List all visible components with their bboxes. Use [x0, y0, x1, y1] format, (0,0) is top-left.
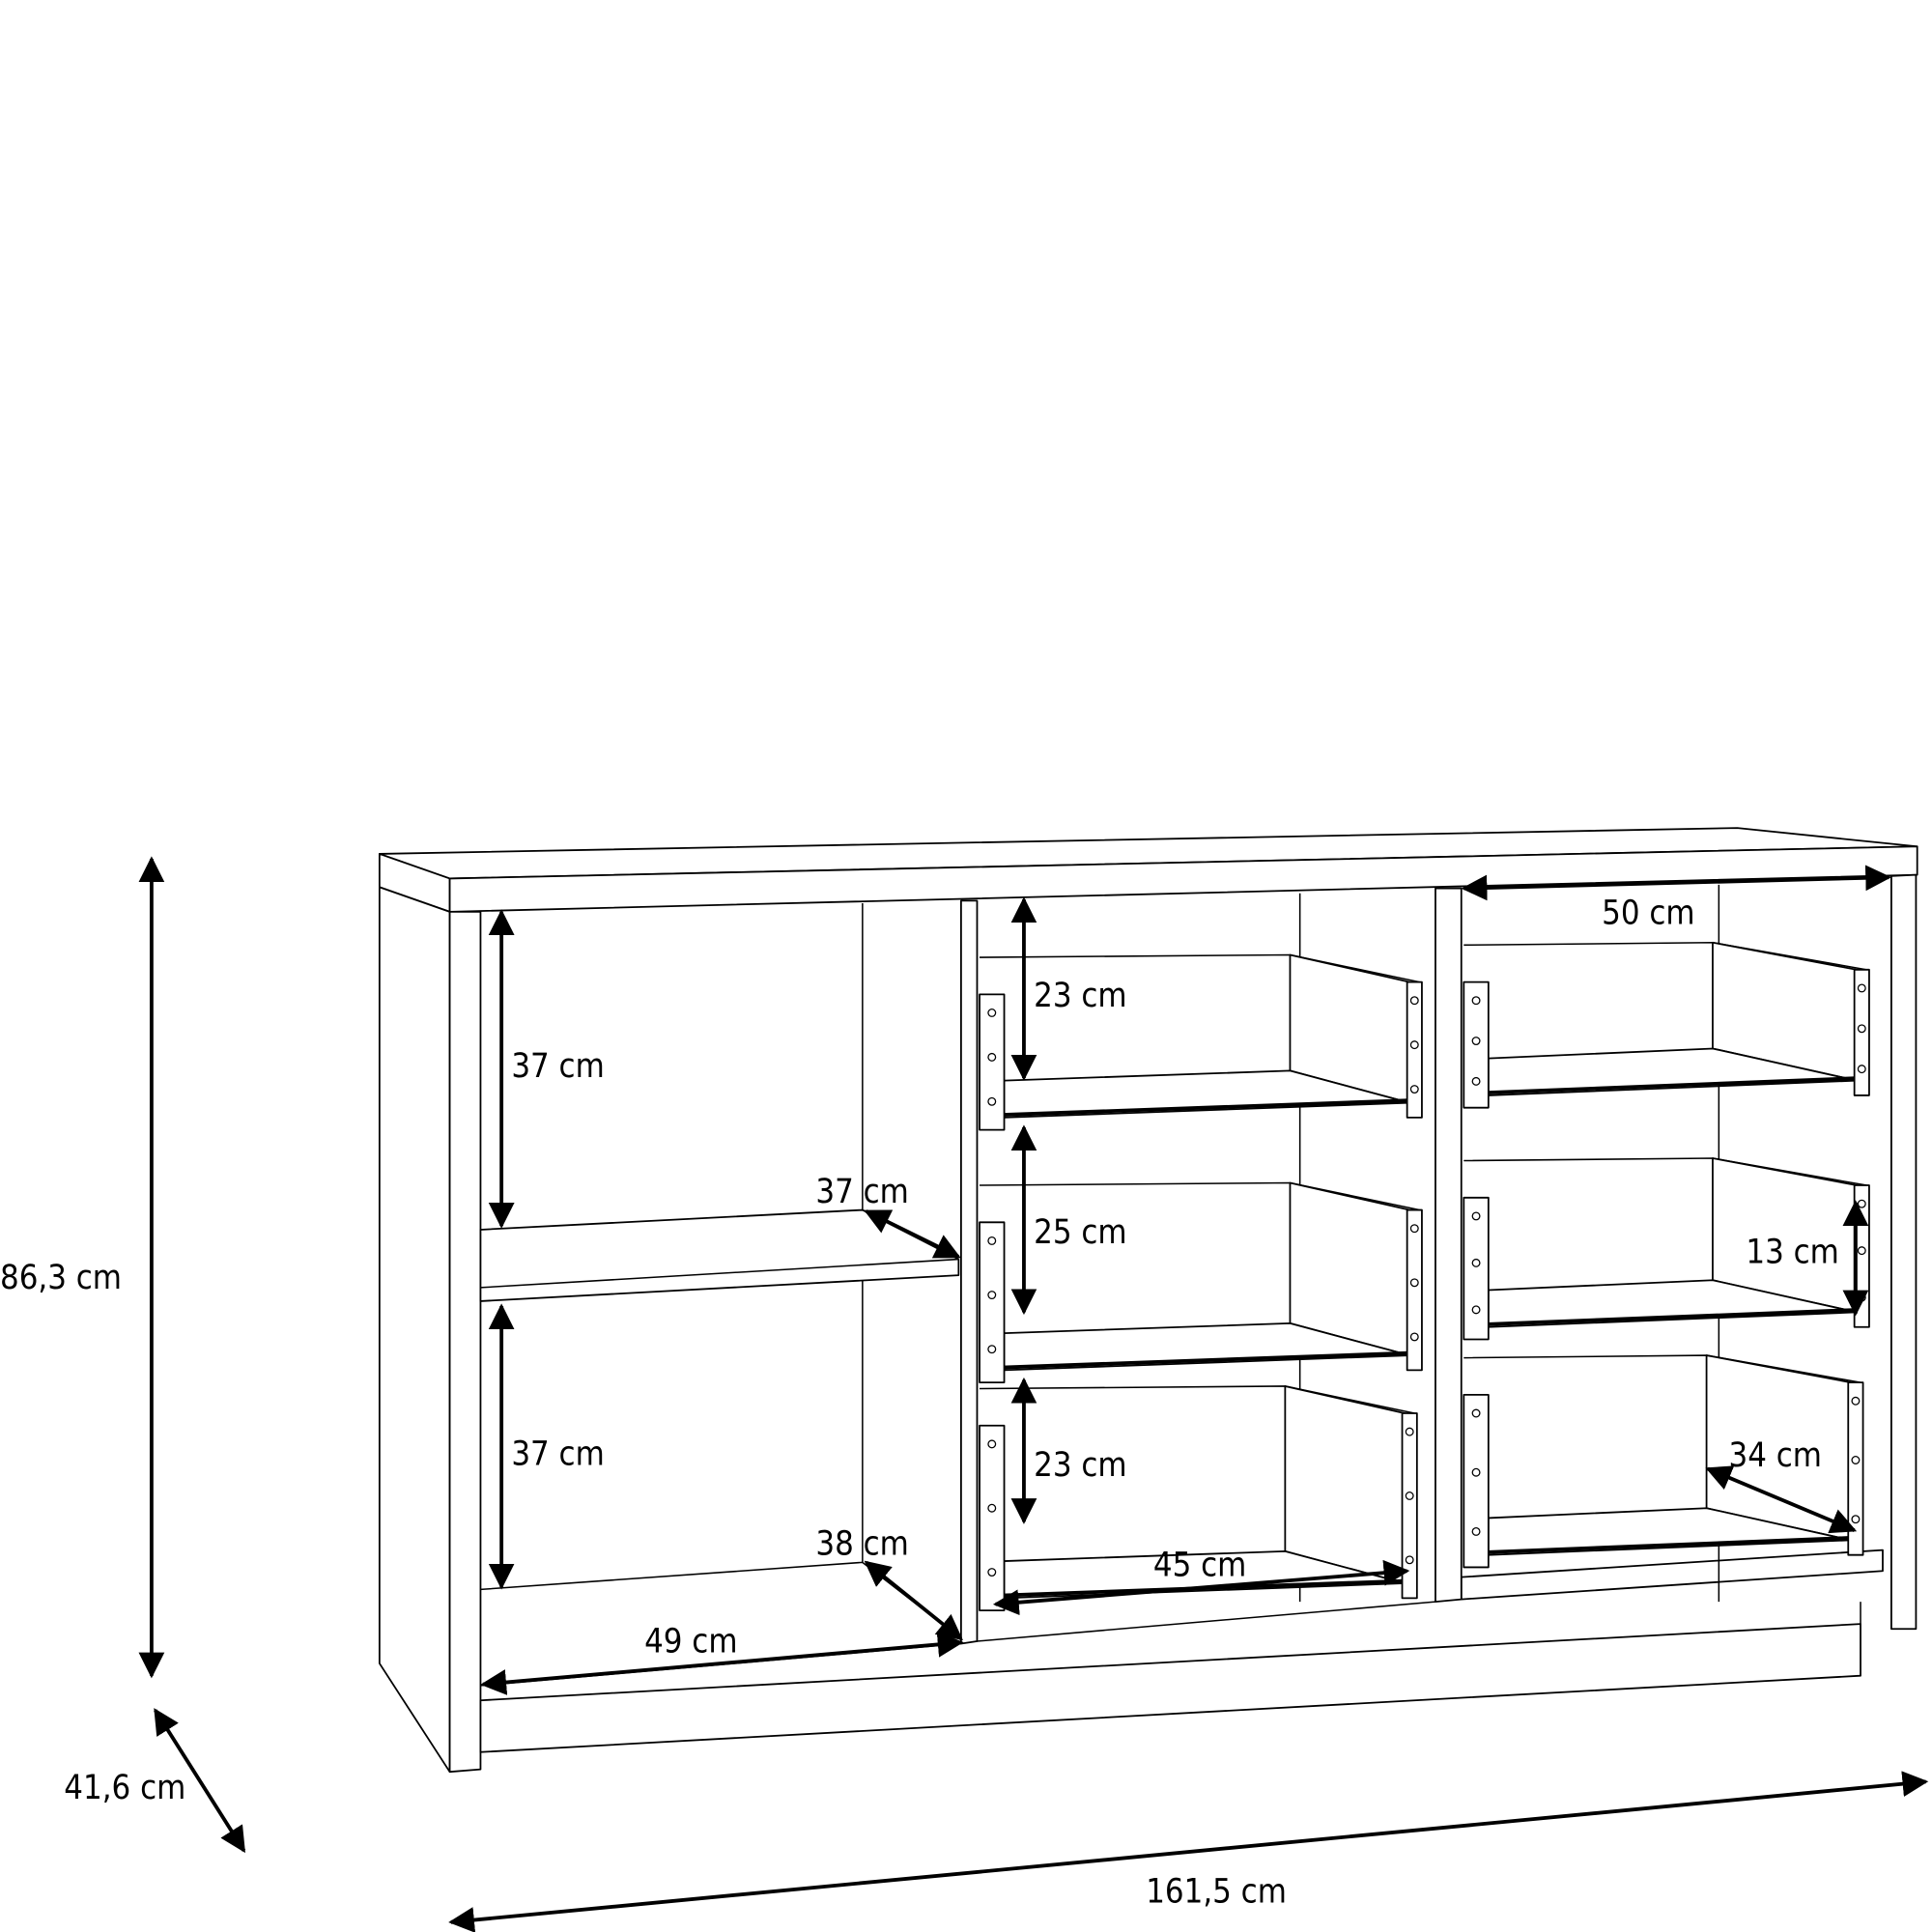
screw-hole-icon — [1857, 1024, 1866, 1034]
mid-width-arrow — [992, 1559, 1410, 1616]
screw-hole-icon — [1851, 1515, 1861, 1524]
screw-hole-icon — [987, 1009, 997, 1017]
width-arrow — [448, 1771, 1929, 1932]
dimension-labels: 86,3 cm 41,6 cm 161,5 cm 37 cm 37 cm 37 … — [0, 895, 1839, 1912]
screw-hole-icon — [1409, 1224, 1419, 1234]
left-shelf — [479, 1208, 960, 1302]
mid-top-height-label: 23 cm — [1034, 977, 1126, 1015]
screw-hole-icon — [1471, 1467, 1481, 1477]
screw-hole-icon — [987, 1096, 997, 1106]
left-side-front-edge — [448, 910, 482, 1774]
cabinet — [378, 827, 1918, 1774]
right-drawer-depth-label: 34 cm — [1729, 1436, 1822, 1475]
shelf-depth-label: 37 cm — [815, 1173, 908, 1211]
screw-hole-icon — [1471, 1037, 1481, 1046]
screw-hole-icon — [987, 1291, 997, 1300]
right-width-arrow — [1461, 865, 1892, 901]
depth-label: 41,6 cm — [64, 1769, 185, 1807]
screw-hole-icon — [1471, 1408, 1481, 1418]
screw-hole-icon — [1409, 1085, 1419, 1094]
screw-hole-icon — [1409, 1278, 1419, 1288]
screw-hole-icon — [1851, 1456, 1861, 1464]
bottom-right — [1460, 1548, 1884, 1601]
screw-hole-icon — [1471, 996, 1481, 1006]
screw-hole-icon — [1471, 1258, 1481, 1267]
bottom-depth-arrow — [864, 1560, 963, 1641]
screw-hole-icon — [987, 1439, 997, 1449]
screw-hole-icon — [1471, 1211, 1481, 1221]
drawer-left-runner — [979, 993, 1006, 1131]
left-width-label: 49 cm — [644, 1622, 737, 1661]
left-side-outer — [378, 886, 451, 1774]
screw-hole-icon — [987, 1568, 997, 1577]
drawer-front-edge — [996, 1350, 1412, 1370]
screw-hole-icon — [1857, 983, 1866, 993]
screw-hole-icon — [987, 1052, 997, 1062]
screw-hole-icon — [1471, 1526, 1481, 1536]
drawer-side-panel — [1284, 1385, 1406, 1584]
screw-hole-icon — [1405, 1555, 1414, 1565]
drawer-left-runner — [1463, 1196, 1490, 1341]
right-drawer-depth-arrow — [1705, 1465, 1858, 1534]
screw-hole-icon — [1857, 1293, 1866, 1302]
screw-hole-icon — [1409, 996, 1419, 1006]
drawer-right-runner — [1406, 980, 1423, 1119]
height-label: 86,3 cm — [0, 1259, 122, 1297]
drawer-right-runner — [1406, 1208, 1423, 1372]
top-front-face — [448, 845, 1918, 913]
depth-arrow — [154, 1708, 246, 1854]
screw-hole-icon — [1471, 1305, 1481, 1315]
screw-hole-icon — [1405, 1427, 1414, 1436]
screw-hole-icon — [1857, 1065, 1866, 1074]
drawer-left-runner — [1463, 1393, 1490, 1569]
divider-left — [960, 899, 979, 1645]
left-width-arrow — [480, 1632, 964, 1695]
screw-hole-icon — [987, 1503, 997, 1513]
screw-hole-icon — [987, 1236, 997, 1245]
screw-hole-icon — [1405, 1492, 1414, 1500]
screw-hole-icon — [1851, 1396, 1861, 1406]
divider-right — [1435, 887, 1463, 1604]
mid-width-label: 45 cm — [1153, 1546, 1246, 1584]
left-lower-height-label: 37 cm — [511, 1435, 604, 1474]
screw-hole-icon — [1857, 1199, 1866, 1208]
dimension-lines — [138, 856, 1929, 1932]
drawer-left-runner — [979, 1221, 1006, 1384]
drawer-front-edge — [996, 1098, 1412, 1118]
screw-hole-icon — [1857, 1246, 1866, 1256]
drawer-front-edge — [1481, 1076, 1860, 1095]
right-width-label: 50 cm — [1602, 895, 1694, 933]
right-side-panel — [1890, 873, 1918, 1631]
drawers — [979, 941, 1870, 1611]
plinth — [479, 1623, 1861, 1753]
drawer-front-edge — [1481, 1307, 1860, 1327]
screw-hole-icon — [1409, 1332, 1419, 1342]
shelf-depth-arrow — [864, 1209, 961, 1259]
mid-middle-height-label: 25 cm — [1034, 1213, 1126, 1252]
width-label: 161,5 cm — [1146, 1872, 1287, 1911]
screw-hole-icon — [1409, 1040, 1419, 1050]
screw-hole-icon — [1471, 1076, 1481, 1086]
mid-bottom-height-label: 23 cm — [1034, 1446, 1126, 1485]
right-drawer-height-label: 13 cm — [1746, 1233, 1838, 1271]
left-upper-height-label: 37 cm — [511, 1047, 604, 1086]
bottom-depth-label: 38 cm — [815, 1525, 908, 1564]
drawer-left-runner — [979, 1424, 1006, 1611]
screw-hole-icon — [987, 1345, 997, 1354]
drawer-front-edge — [1481, 1535, 1854, 1555]
